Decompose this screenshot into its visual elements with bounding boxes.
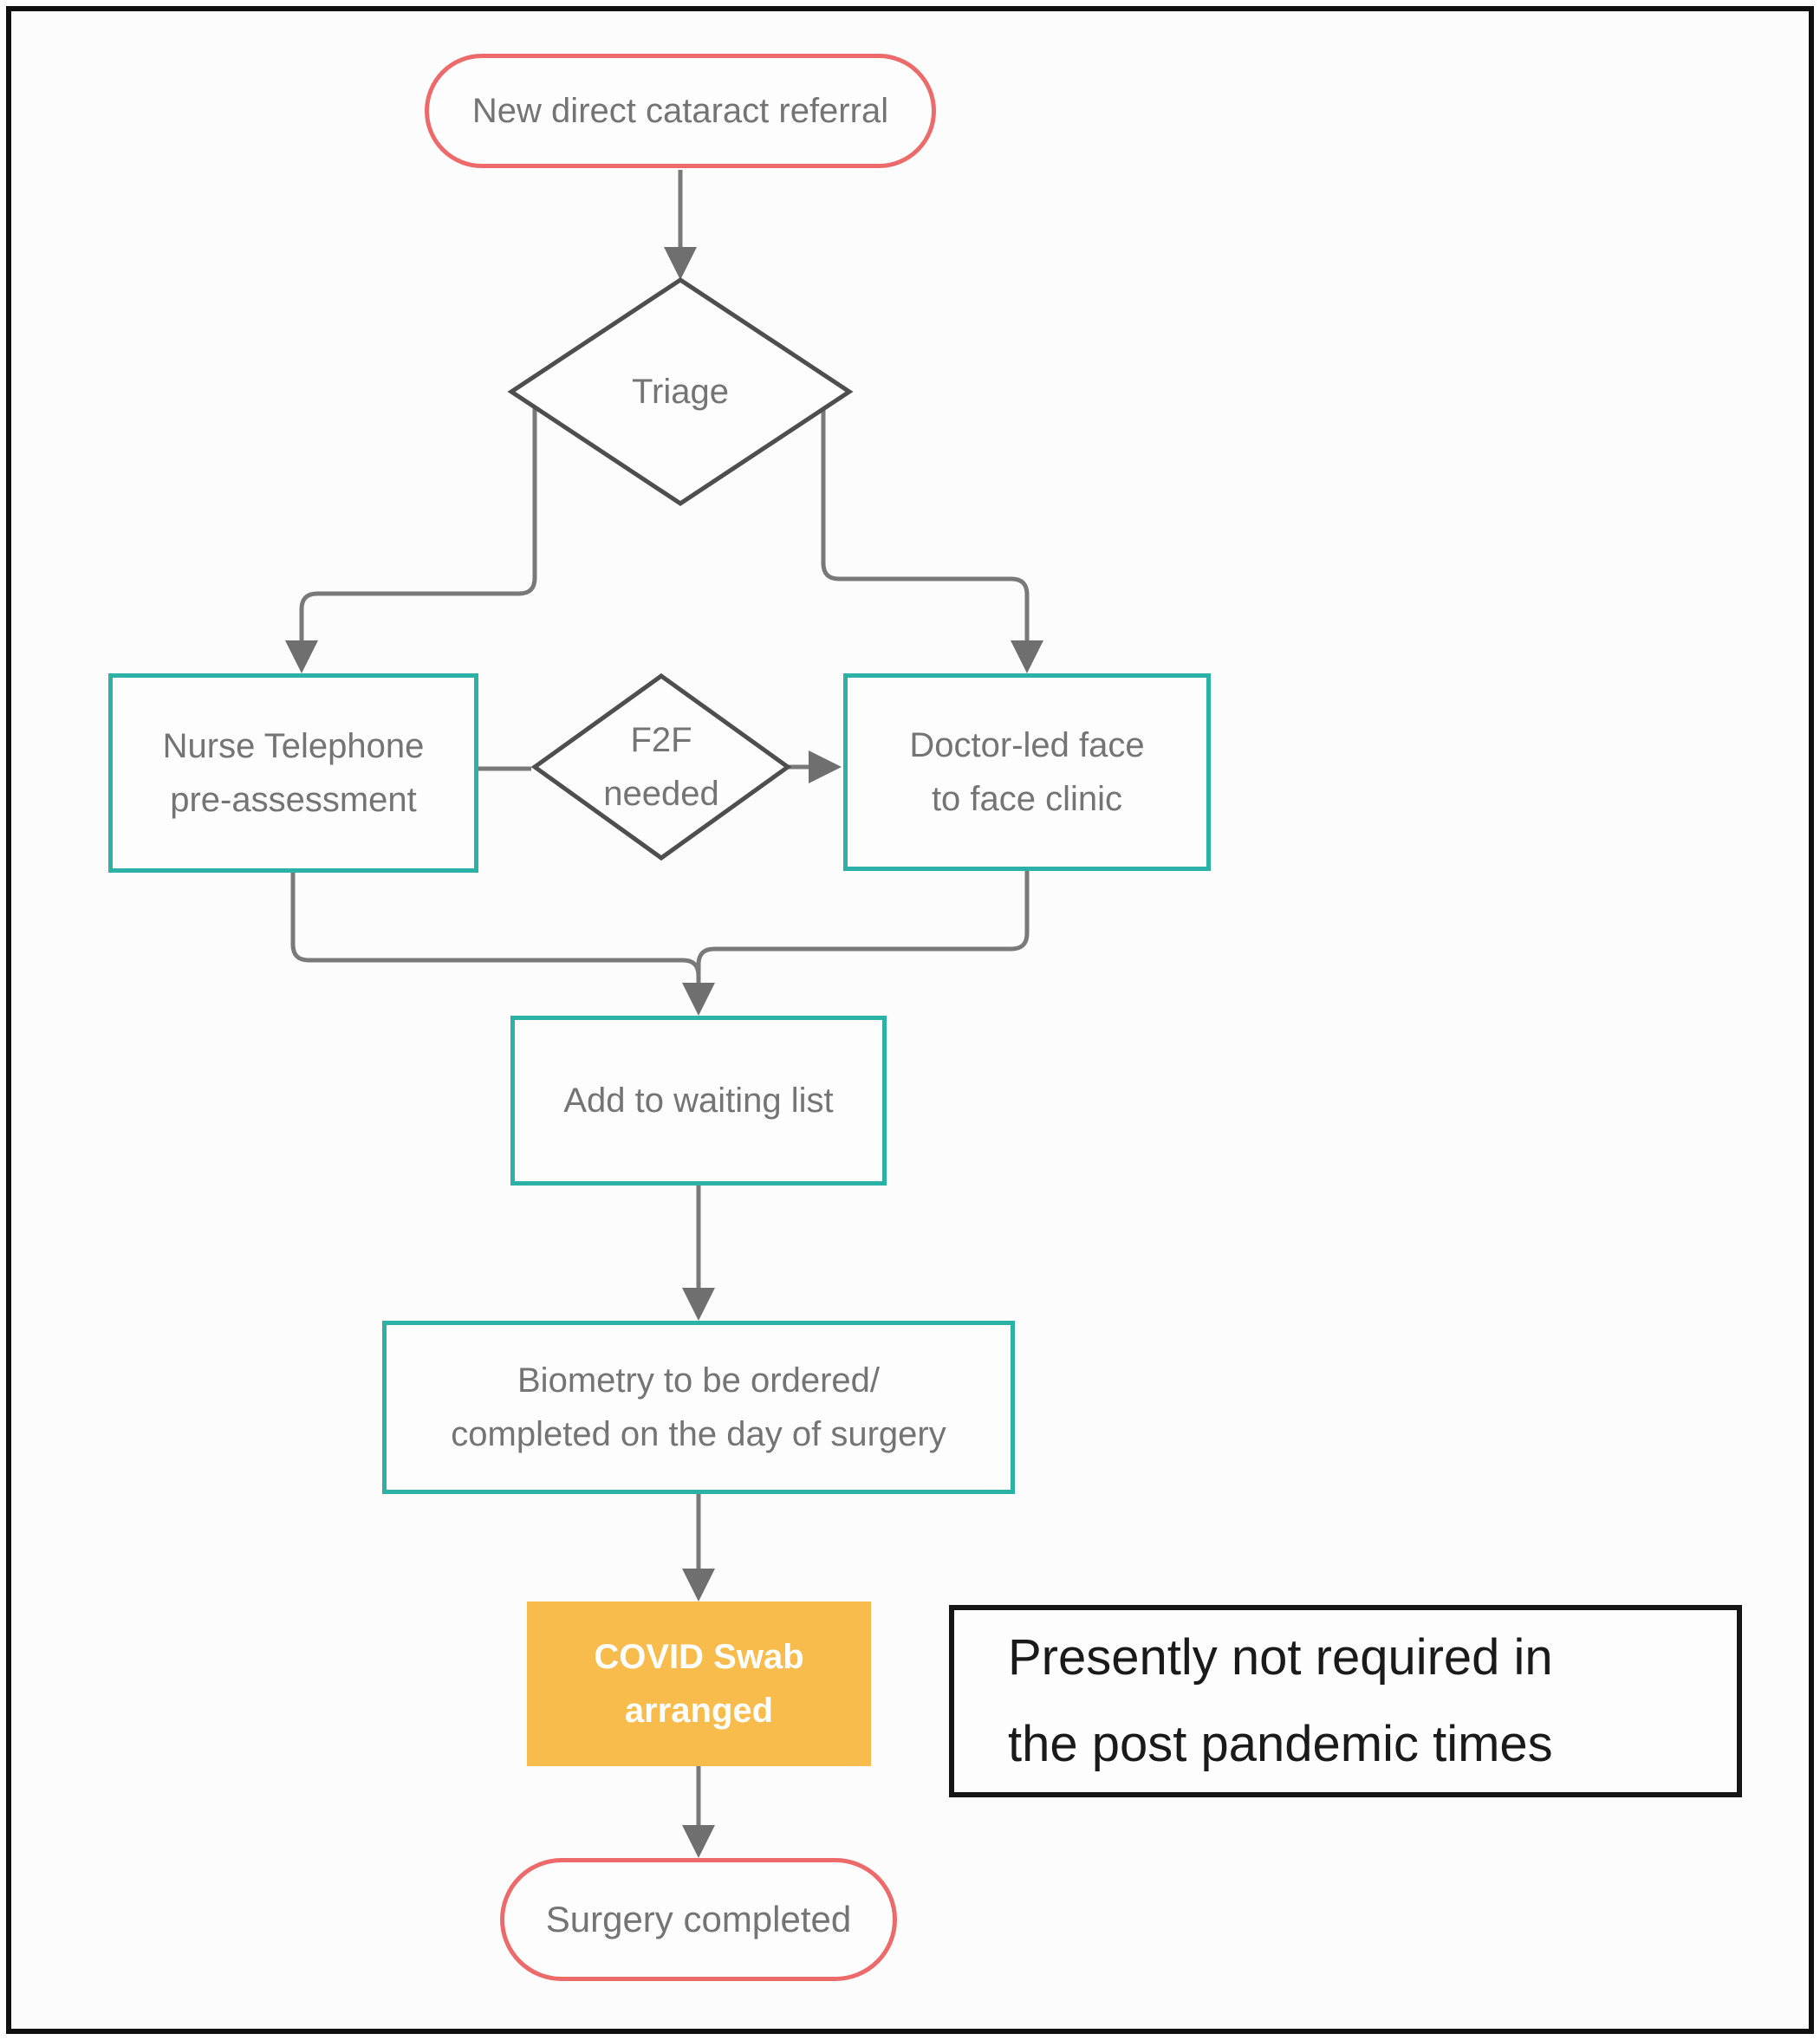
nurse-label-line1: Nurse Telephone [162,727,425,765]
triage-label: Triage [632,373,729,411]
connector-triage-to-nurse [299,407,537,640]
note-line1: Presently not required in [1008,1629,1553,1686]
f2f-label-line2: needed [603,775,719,813]
arrowhead-into-doctor-from-f2f [809,750,842,783]
arrowhead-into-surgery [682,1825,715,1858]
waiting-list-process: Add to waiting list [510,1016,887,1186]
start-label: New direct cataract referral [471,92,889,130]
surgery-terminator: Surgery completed [500,1858,897,1981]
f2f-decision-shape [530,672,792,861]
nurse-preassessment-process: Nurse Telephone pre-assessment [108,673,478,873]
note-line2: the post pandemic times [1008,1716,1553,1772]
covid-label-line1: COVID Swab [594,1638,804,1676]
triage-decision-shape [507,277,854,506]
surgery-label: Surgery completed [545,1899,852,1940]
post-pandemic-note: Presently not required in the post pande… [949,1605,1742,1797]
biometry-process: Biometry to be ordered/ completed on the… [382,1321,1015,1494]
covid-label-line2: arranged [624,1692,774,1730]
start-terminator: New direct cataract referral [425,54,936,168]
arrowhead-into-doctor [1011,640,1043,673]
biometry-label-line1: Biometry to be ordered/ [517,1361,880,1400]
biometry-label-line2: completed on the day of surgery [451,1415,946,1453]
arrowhead-into-waiting [682,983,715,1016]
doctor-clinic-process: Doctor-led face to face clinic [843,673,1211,871]
f2f-label-line1: F2F [630,721,692,759]
arrowhead-into-triage [664,247,697,280]
arrowhead-into-nurse [285,640,318,673]
doctor-label-line1: Doctor-led face [909,726,1145,764]
connector-doctor-to-waiting [696,871,1030,975]
covid-swab-process: COVID Swab arranged [527,1601,871,1766]
arrowhead-into-biometry [682,1288,715,1321]
doctor-label-line2: to face clinic [931,780,1123,818]
triage-decision: Triage [511,280,849,504]
connector-triage-to-doctor [821,409,1030,640]
f2f-decision: F2F needed [535,676,788,858]
connector-nurse-to-waiting [290,873,701,983]
waiting-label: Add to waiting list [563,1082,834,1120]
arrowhead-into-covid [682,1569,715,1601]
nurse-label-line2: pre-assessment [170,781,417,819]
